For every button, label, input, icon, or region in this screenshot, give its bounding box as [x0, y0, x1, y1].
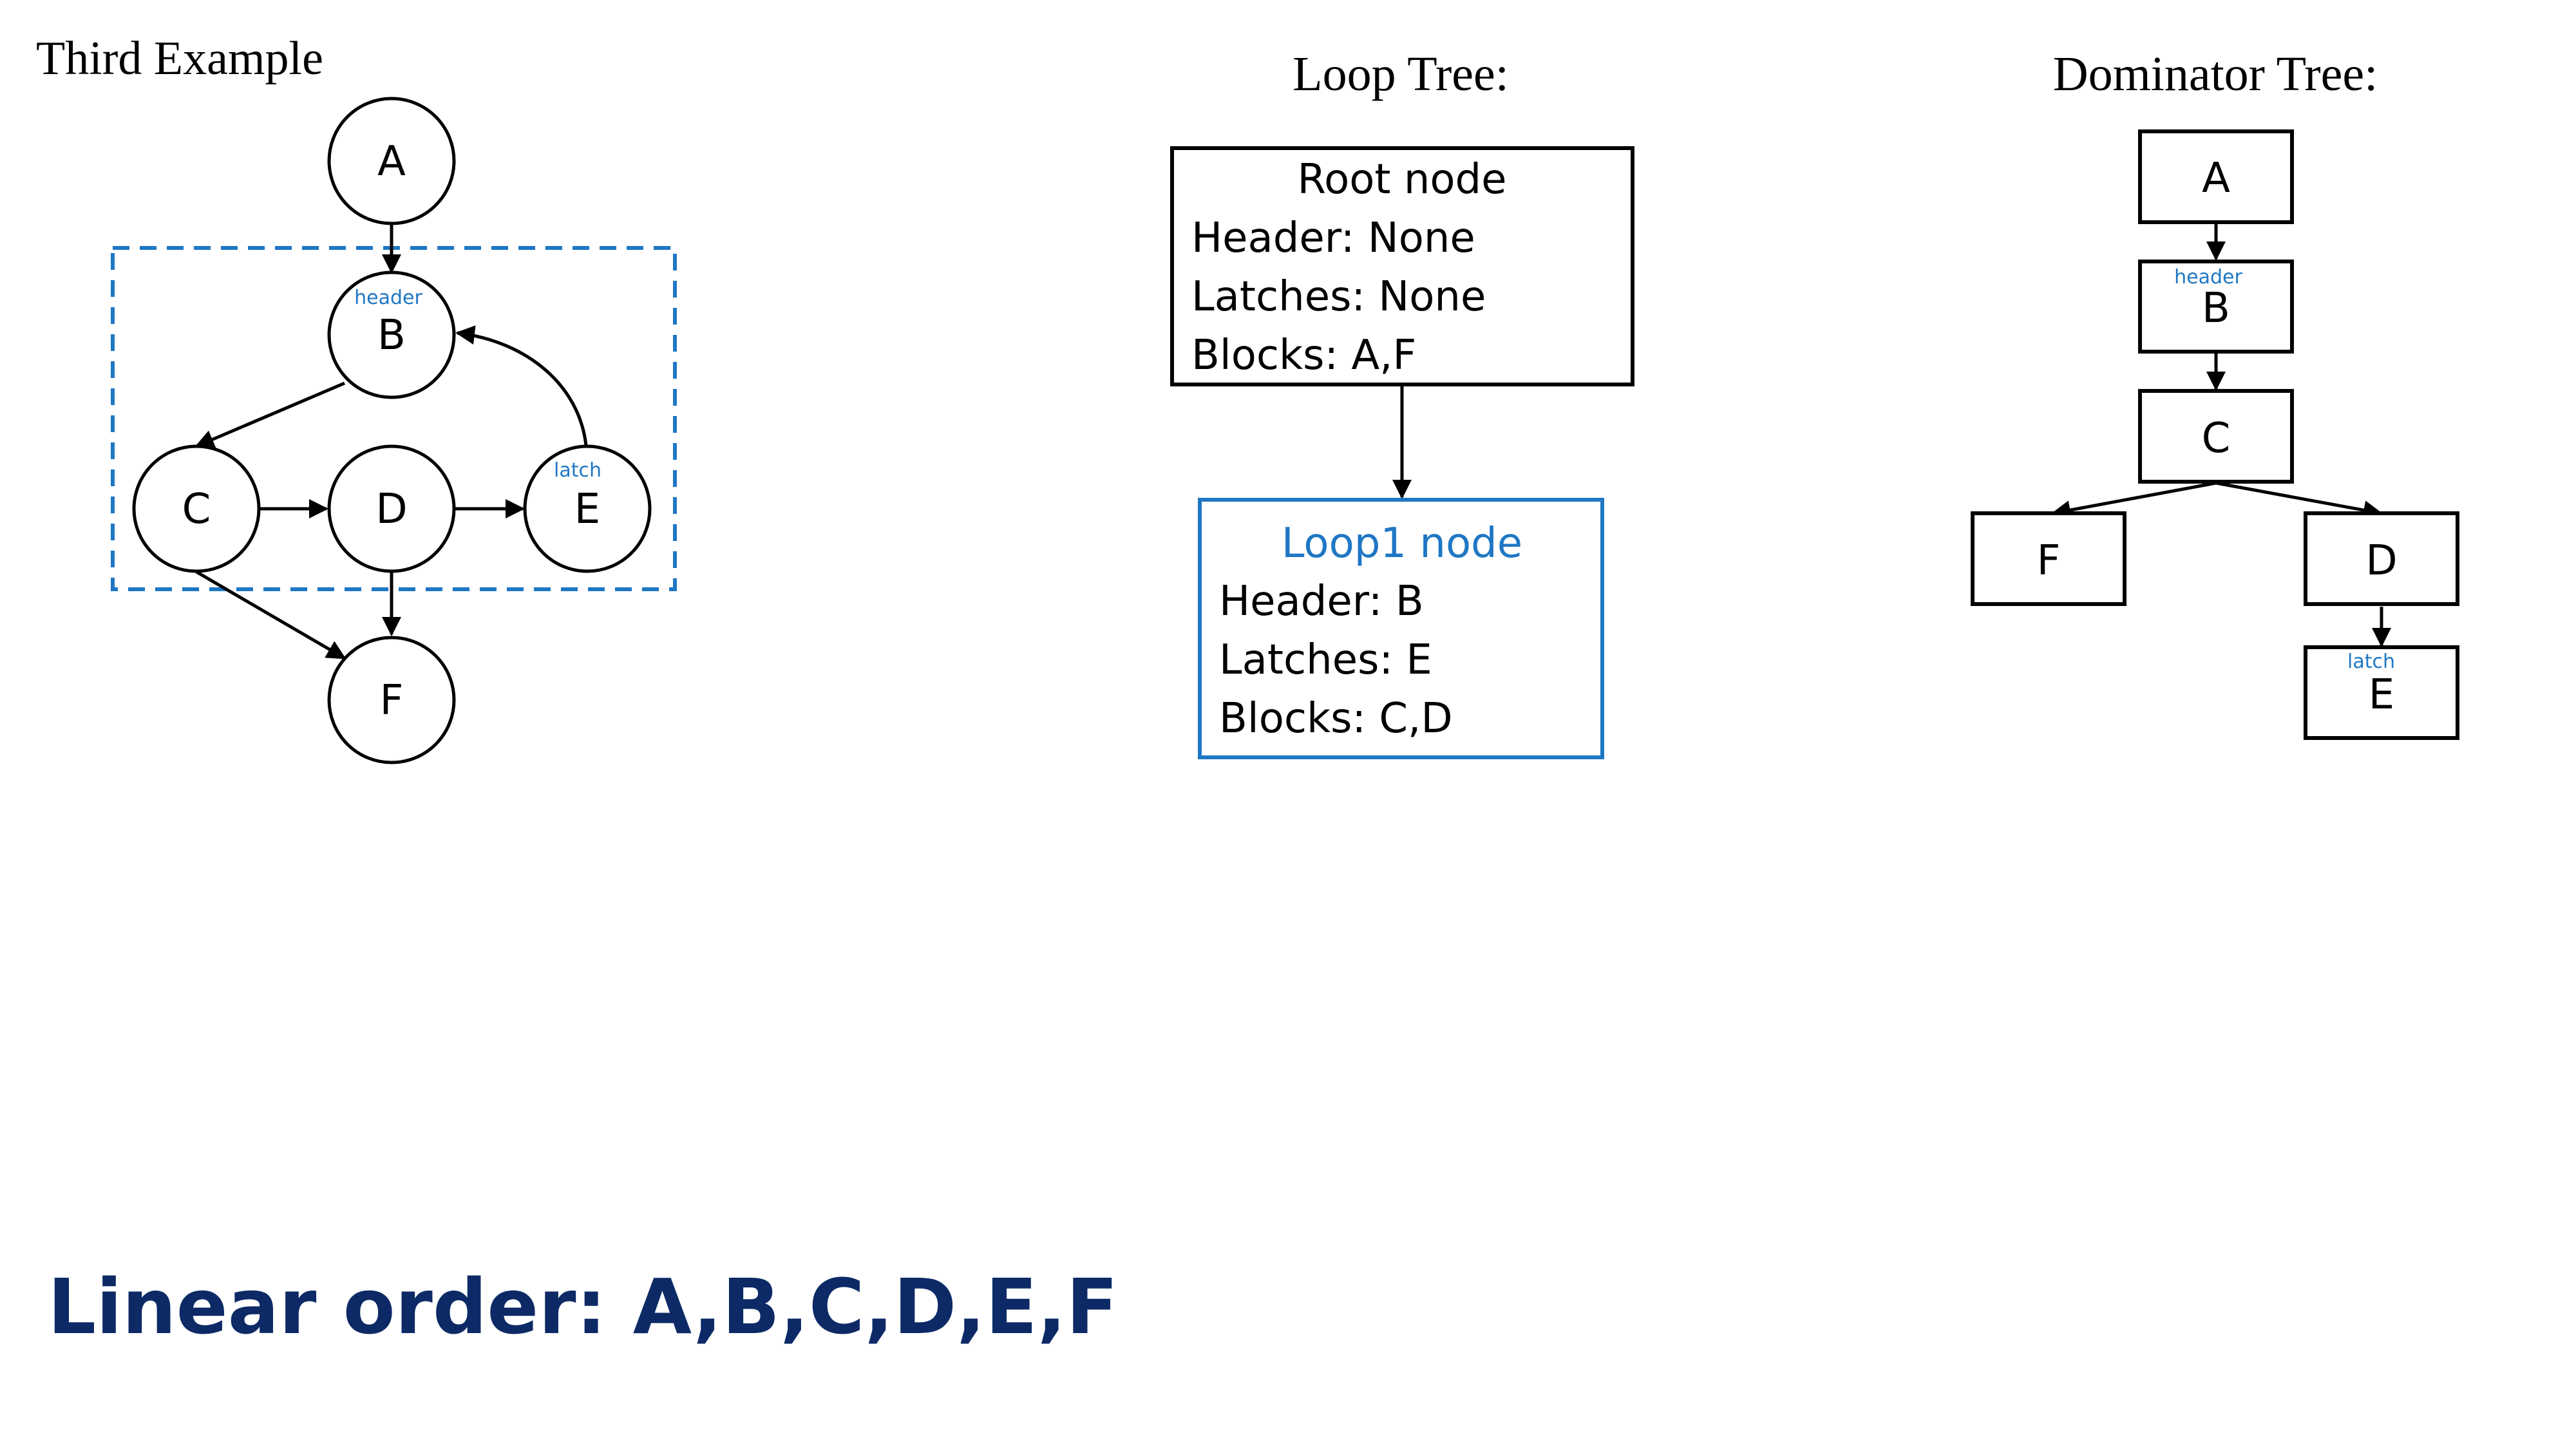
dom-edge-c-f — [2051, 481, 2217, 520]
loop1-node-box: Loop1 node Header: B Latches: E Blocks: … — [1198, 498, 1604, 759]
dom-node-f: F — [1971, 511, 2126, 606]
cfg-header-tag: header — [354, 287, 422, 309]
cfg-node-b-label: B — [377, 312, 406, 359]
dom-node-b: header B — [2138, 260, 2294, 354]
cfg-node-c-label: C — [182, 486, 211, 533]
root-node-header: Header: None — [1191, 214, 1475, 262]
dominator-tree-title: Dominator Tree: — [2053, 47, 2378, 101]
dom-node-c: C — [2138, 389, 2294, 484]
edge-c-f — [195, 570, 346, 660]
root-node-latches: Latches: None — [1191, 273, 1486, 321]
loop1-node-header: Header: B — [1219, 578, 1424, 625]
cfg-node-f: F — [327, 636, 456, 764]
dom-node-c-label: C — [2202, 415, 2231, 462]
dom-edge-c-d — [2215, 481, 2383, 520]
cfg-node-a-label: A — [377, 138, 406, 185]
cfg-node-d: D — [327, 444, 456, 573]
loop-region-outline — [111, 246, 677, 591]
dom-node-a-label: A — [2202, 155, 2230, 202]
dom-header-tag: header — [2174, 266, 2242, 289]
cfg-node-e-label: E — [574, 486, 600, 533]
dom-node-e-label: E — [2369, 671, 2394, 719]
linear-order-text: Linear order: A,B,C,D,E,F — [48, 1262, 1119, 1351]
edge-b-c — [194, 381, 345, 449]
dom-node-a: A — [2138, 129, 2294, 224]
edge-e-b — [455, 325, 588, 446]
dom-node-d-label: D — [2365, 537, 2397, 585]
dom-latch-tag: latch — [2347, 650, 2395, 673]
root-node-box: Root node Header: None Latches: None Blo… — [1170, 146, 1634, 386]
cfg-latch-tag: latch — [554, 459, 601, 482]
loop1-node-latches: Latches: E — [1219, 636, 1432, 684]
dom-node-b-label: B — [2202, 285, 2230, 332]
cfg-node-f-label: F — [380, 677, 404, 724]
dom-node-f-label: F — [2037, 537, 2061, 585]
loop1-node-title: Loop1 node — [1282, 520, 1522, 567]
cfg-edges — [194, 224, 588, 660]
cfg-node-e: latch E — [523, 444, 652, 573]
dom-node-d: D — [2304, 511, 2459, 606]
loop-tree-title: Loop Tree: — [1293, 47, 1509, 101]
cfg-node-b: header B — [327, 270, 456, 399]
dom-edges — [2051, 223, 2391, 647]
dom-node-e: latch E — [2304, 645, 2459, 740]
loop1-node-blocks: Blocks: C,D — [1219, 695, 1453, 743]
cfg-node-a: A — [327, 97, 456, 225]
cfg-node-d-label: D — [375, 486, 407, 533]
graph-title: Third Example — [36, 32, 323, 85]
root-node-title: Root node — [1297, 156, 1506, 204]
cfg-node-c: C — [132, 444, 261, 573]
root-node-blocks: Blocks: A,F — [1191, 332, 1416, 379]
